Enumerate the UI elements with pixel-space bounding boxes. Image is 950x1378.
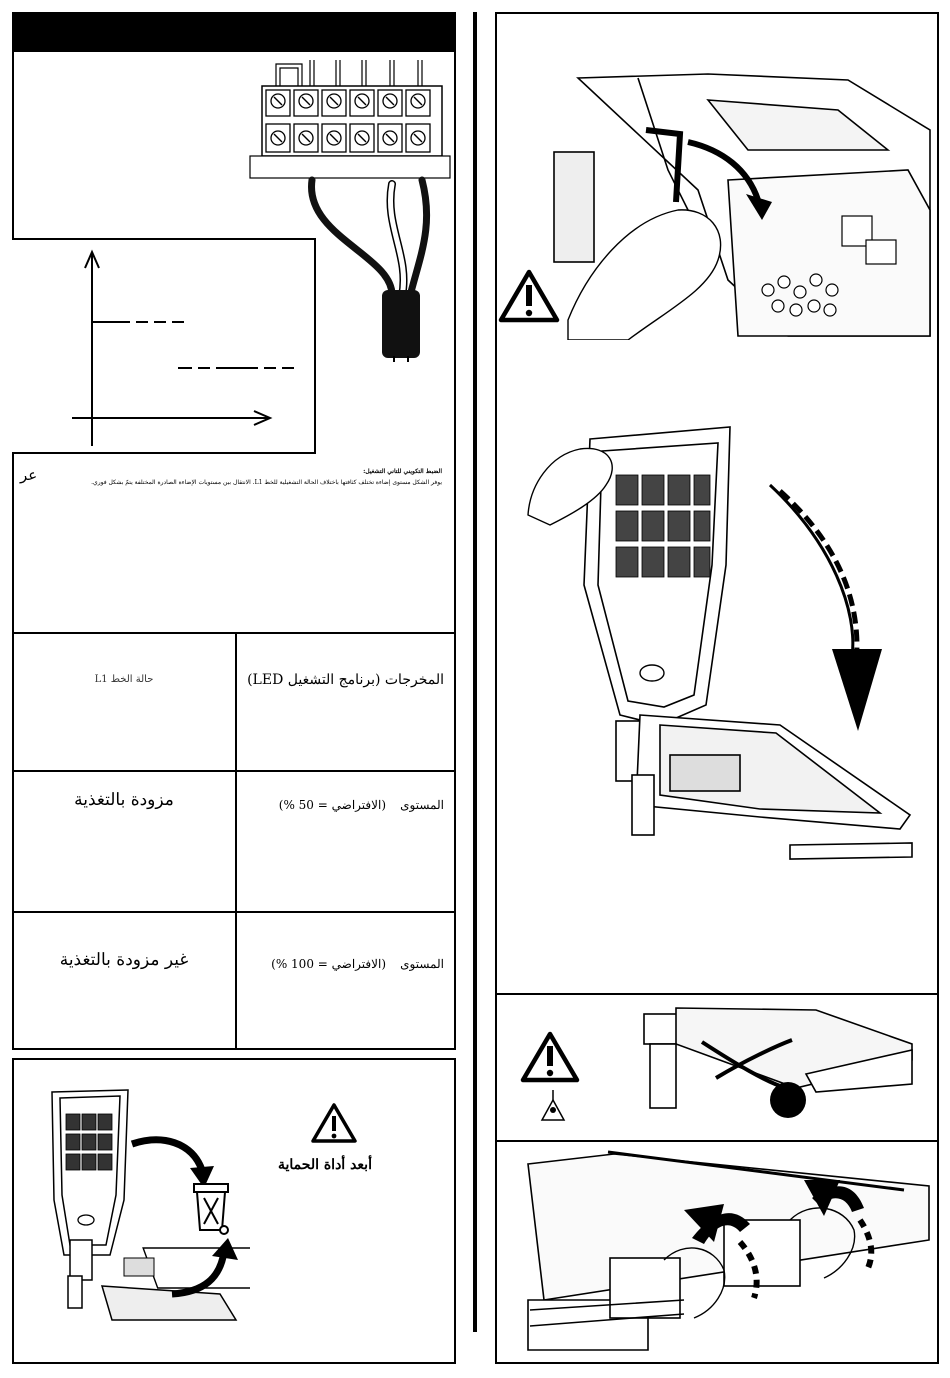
hex-key-opening-drawing [553, 73, 931, 340]
step-graph-drawing [72, 249, 294, 446]
small-warning-icon [540, 1090, 566, 1121]
hand-icon [789, 1207, 856, 1279]
module-insertion-drawing [527, 1150, 930, 1351]
row1-level-value: (الافتراضي = 50 %) [278, 798, 386, 812]
recycle-bin-icon [193, 1183, 229, 1235]
curved-arrow-icon [130, 1136, 214, 1188]
terminal-block-drawing [249, 60, 451, 362]
table-header-line-state: حالة الخط L1 [94, 674, 154, 685]
row2-line-state: غير مزودة بالتغذية [59, 950, 189, 970]
header-bar [12, 12, 456, 52]
warning-triangle-icon [520, 1031, 580, 1083]
table-row-divider [12, 911, 456, 913]
table-header-outputs: المخرجات (برنامج التشغيل LED) [247, 672, 444, 688]
panel-divider [495, 1140, 939, 1142]
config-heading: الضبط التكويني للتاني التشغيل: [363, 468, 442, 475]
panel-divider [495, 993, 939, 995]
hand-icon [663, 1247, 726, 1319]
table-column-divider [235, 632, 237, 1050]
warning-triangle-icon [498, 269, 560, 323]
no-drop-drawing [643, 1007, 913, 1118]
row2-level-label: المستوى [400, 957, 444, 971]
luminaire-lowering-drawing [527, 426, 913, 860]
row1-line-state: مزودة بالتغذية [74, 790, 174, 810]
output-table [12, 632, 456, 1050]
remove-protection-label: أبعد أداة الحماية [278, 1157, 372, 1173]
column-divider [473, 12, 477, 1332]
curved-arrow-icon [171, 1238, 238, 1298]
warning-triangle-icon [311, 1103, 357, 1143]
output-level-graph [12, 238, 316, 454]
hand-icon [527, 447, 613, 526]
row2-level-value: (الافتراضي = 100 %) [271, 957, 386, 971]
hand-icon [567, 209, 722, 340]
config-body: يوفر الشكل مستوى إضاءة تختلف كثافتها باخ… [91, 479, 442, 486]
table-row-divider [12, 770, 456, 772]
row1-level-label: المستوى [400, 798, 444, 812]
language-code: عر [20, 466, 38, 484]
